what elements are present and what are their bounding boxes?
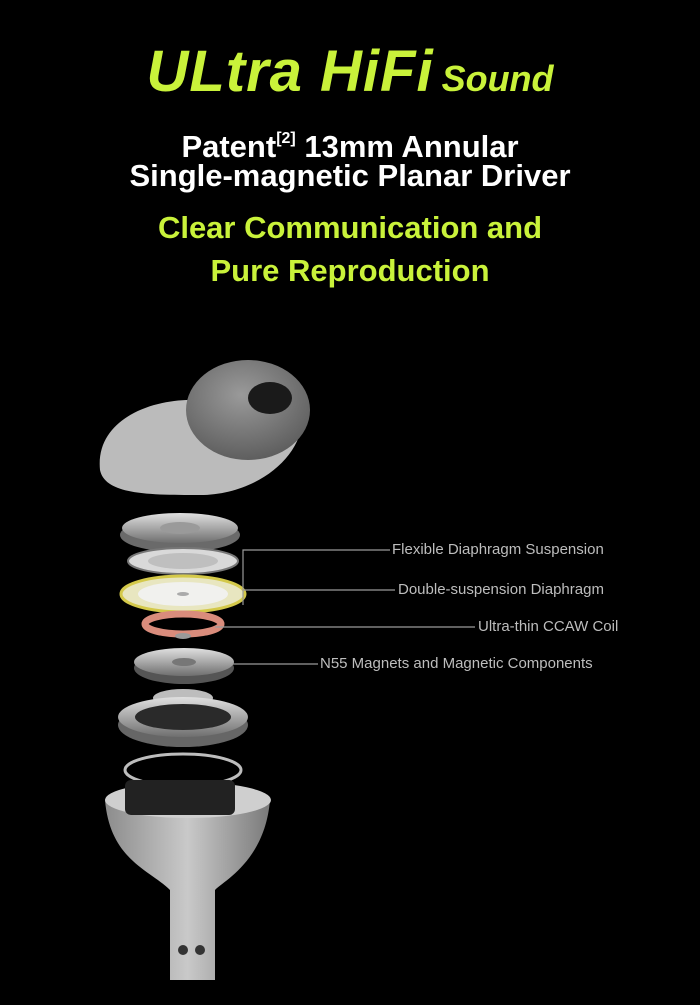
top-cap-disc (120, 513, 240, 552)
tagline-line-2: Pure Reproduction (210, 253, 490, 288)
label-double-suspension-diaphragm: Double-suspension Diaphragm (398, 581, 604, 598)
subtitle-line-1: Patent[2] 13mm Annular (0, 118, 700, 168)
subtitle-size: 13mm Annular (295, 129, 519, 164)
ccaw-coil (141, 610, 225, 638)
ear-tip (99, 360, 310, 495)
driver-frame (118, 689, 248, 747)
headline-suffix: Sound (441, 58, 554, 99)
subtitle-patent: Patent (181, 129, 277, 164)
headline-main: ULtra HiFi (146, 39, 434, 104)
label-flexible-diaphragm-suspension: Flexible Diaphragm Suspension (392, 541, 604, 558)
coil-spacer (175, 633, 191, 639)
label-ccaw-coil: Ultra-thin CCAW Coil (478, 618, 619, 635)
tagline-line-1: Clear Communication and (157, 210, 543, 245)
label-n55-magnets: N55 Magnets and Magnetic Components (320, 655, 593, 672)
patent-footnote: [2] (276, 130, 296, 147)
callout-lines (215, 549, 475, 665)
magnet-assembly (134, 648, 234, 684)
earbud-shell (105, 780, 271, 980)
subtitle-line-2: Single-magnetic Planar Driver (129, 158, 571, 193)
diaphragm (119, 574, 247, 614)
suspension-inner (148, 553, 218, 569)
